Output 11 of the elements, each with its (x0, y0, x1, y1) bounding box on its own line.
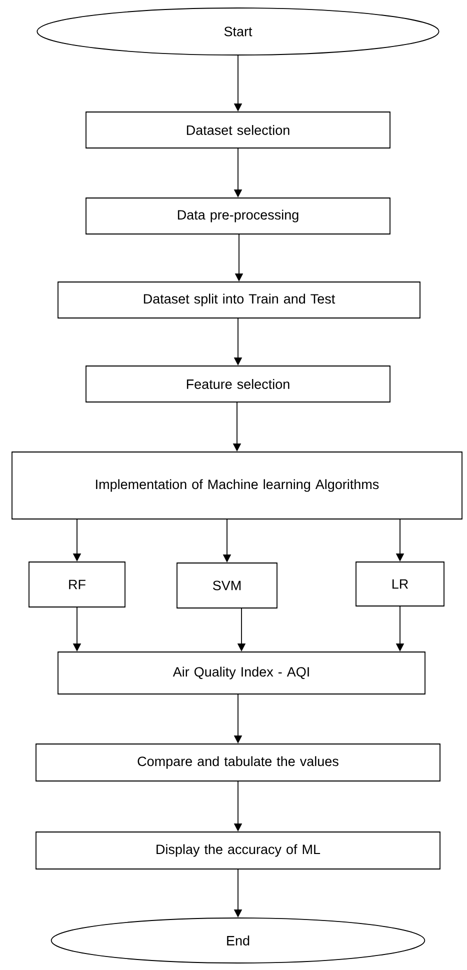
process-box: Air Quality Index - AQI (58, 652, 426, 694)
process-box: LR (356, 562, 444, 606)
process-box: Feature selection (86, 366, 390, 402)
process-box: Dataset selection (86, 112, 390, 148)
process-box: Compare and tabulate the values (36, 744, 440, 782)
process-box: RF (28, 562, 126, 608)
process-box: Data pre-processing (86, 198, 390, 234)
process-box: Implementation of Machine learning Algorithms (12, 452, 462, 520)
process-box: Dataset split into Train and Test (58, 282, 420, 318)
process-box: SVM (176, 562, 278, 608)
process-box: Display the accuracy of ML (36, 832, 440, 870)
